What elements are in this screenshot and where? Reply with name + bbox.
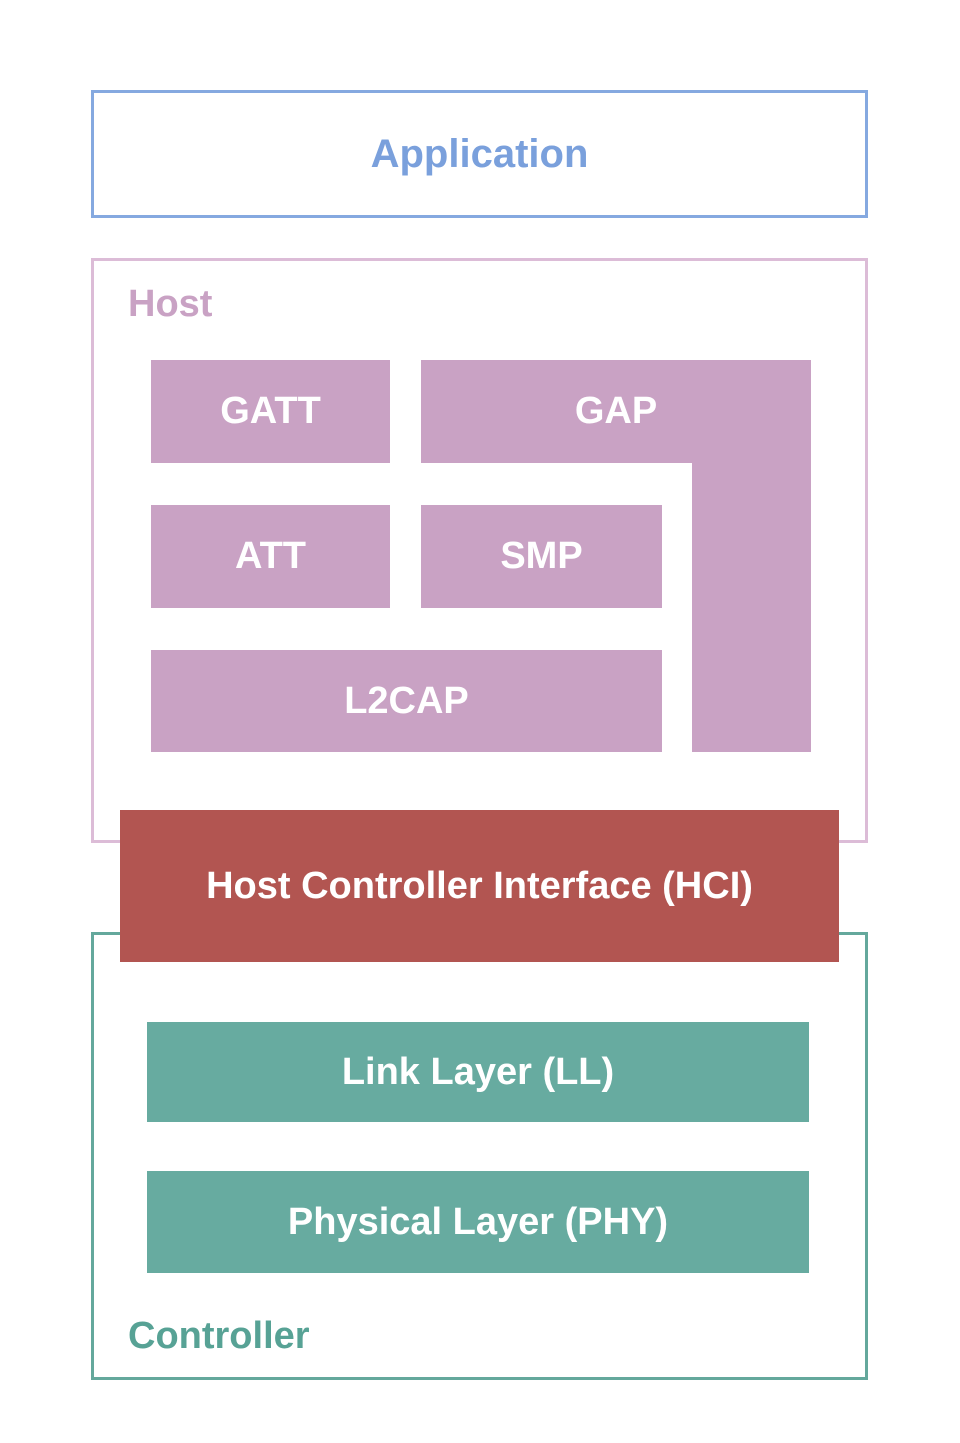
att-label: ATT — [234, 535, 307, 577]
gatt-label: GATT — [220, 390, 321, 432]
controller-label: Controller — [128, 1315, 310, 1357]
smp-block: SMP — [421, 505, 662, 608]
application-box: Application — [91, 90, 868, 218]
link-layer-label: Link Layer (LL) — [341, 1050, 615, 1093]
l2cap-label: L2CAP — [344, 679, 469, 722]
smp-label: SMP — [500, 535, 583, 577]
physical-layer-block: Physical Layer (PHY) — [147, 1171, 809, 1273]
link-layer-block: Link Layer (LL) — [147, 1022, 809, 1122]
physical-layer-label: Physical Layer (PHY) — [287, 1200, 669, 1243]
hci-label: Host Controller Interface (HCI) — [206, 864, 753, 907]
hci-block: Host Controller Interface (HCI) — [120, 810, 839, 962]
l2cap-block: L2CAP — [151, 650, 662, 752]
gap-label: GAP — [574, 390, 658, 432]
host-label: Host — [128, 283, 213, 325]
gap-block: GAP — [421, 360, 811, 463]
att-block: ATT — [151, 505, 390, 608]
controller-box — [91, 932, 868, 1380]
gatt-block: GATT — [151, 360, 390, 463]
application-label: Application — [370, 131, 589, 176]
gap-block-arm — [692, 463, 811, 752]
